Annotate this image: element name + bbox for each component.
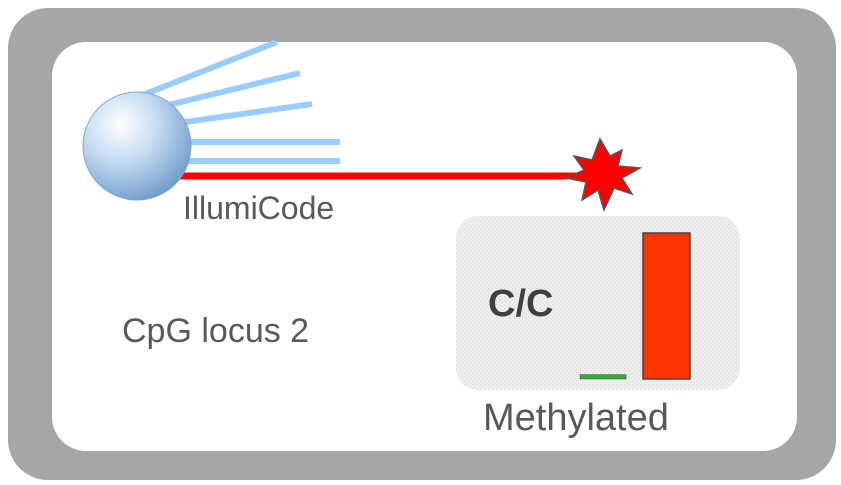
bar	[642, 232, 691, 380]
bead-icon	[82, 91, 192, 201]
genotype-label: C/C	[488, 283, 554, 325]
bead-label: IllumiCode	[183, 190, 335, 226]
fluor-burst-icon	[563, 137, 643, 213]
bar-chart	[579, 232, 691, 380]
light-ray	[128, 39, 279, 103]
methylation-status-label: Methylated	[483, 397, 669, 439]
bar	[579, 374, 627, 380]
locus-label: CpG locus 2	[122, 312, 310, 350]
